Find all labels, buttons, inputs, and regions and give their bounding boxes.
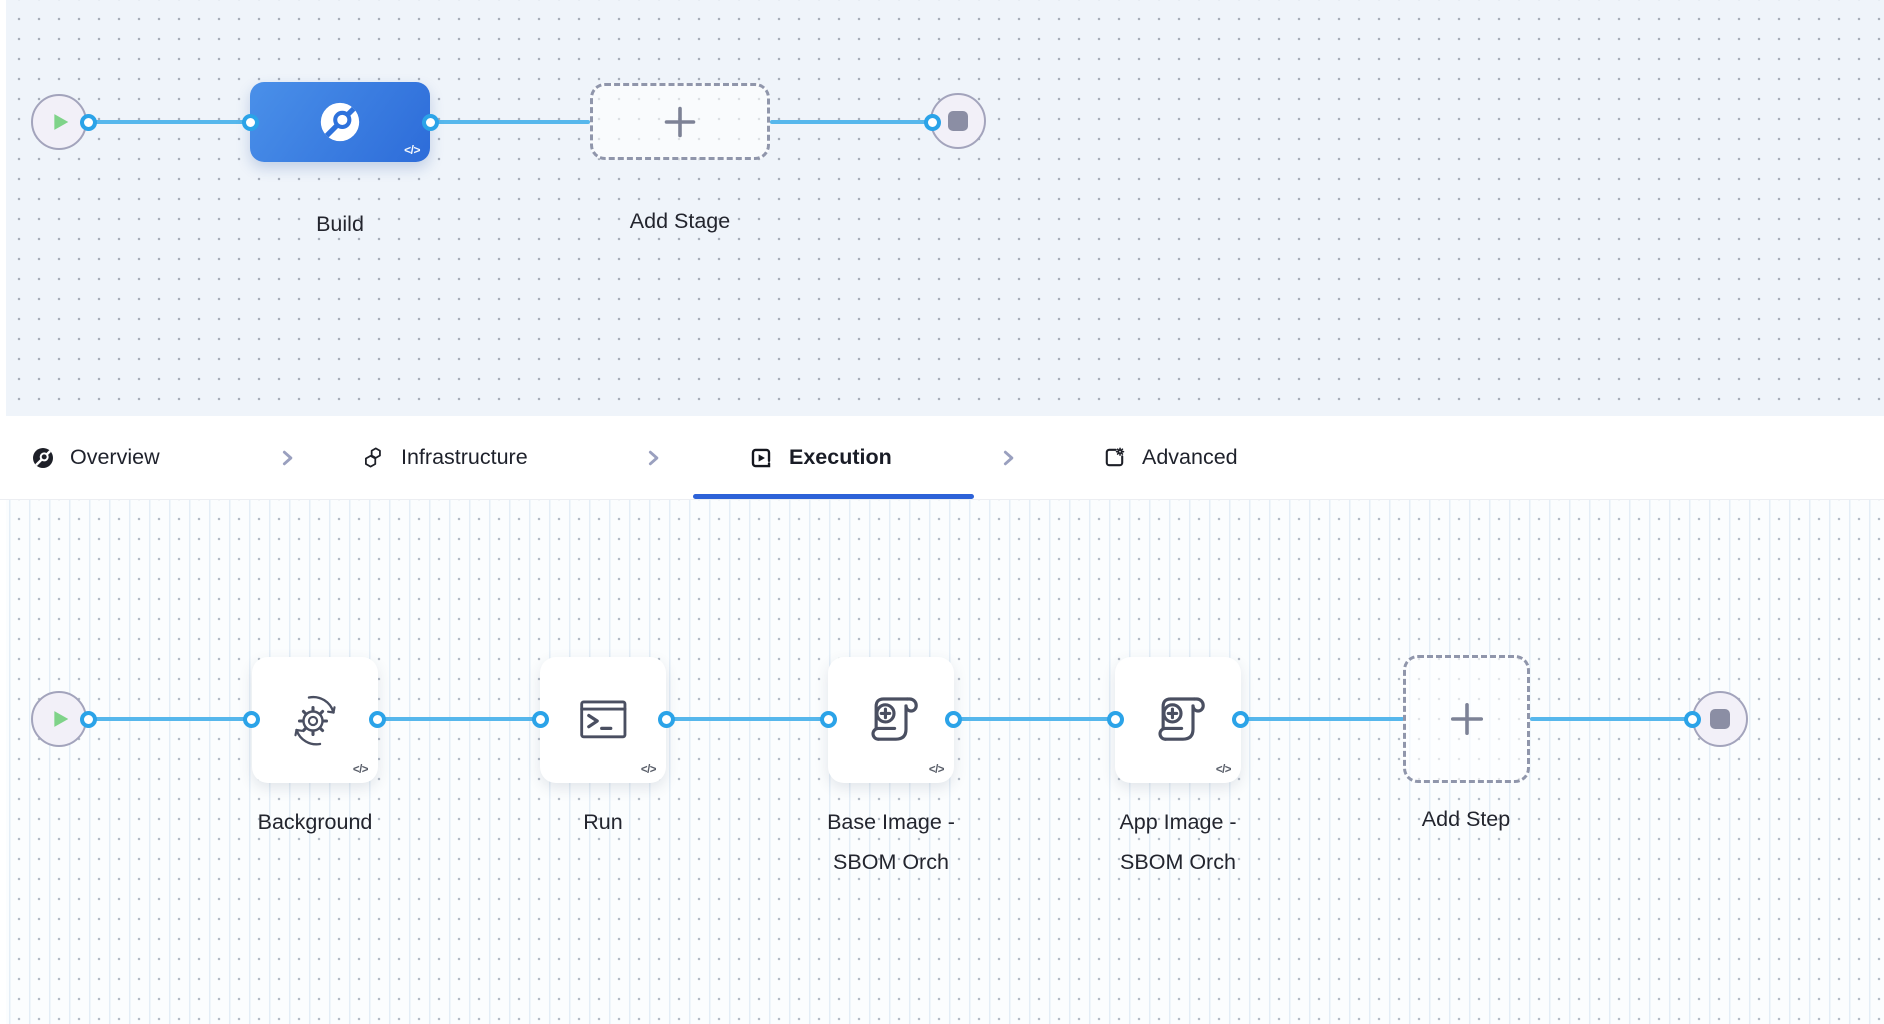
tab-advanced[interactable]: Advanced <box>1102 416 1238 499</box>
tab-infrastructure-label: Infrastructure <box>401 445 528 469</box>
connector-dot[interactable] <box>241 113 259 131</box>
stop-icon <box>948 111 968 131</box>
execution-end-node <box>1692 691 1748 747</box>
play-icon <box>54 711 69 727</box>
yaml-code-badge[interactable]: </> <box>640 764 657 776</box>
tab-execution[interactable]: Execution <box>748 416 892 499</box>
connector-dot[interactable] <box>79 710 97 728</box>
edge <box>430 120 590 124</box>
edge <box>88 120 250 124</box>
terminal-icon <box>580 700 627 739</box>
ci-overview-icon <box>33 447 53 468</box>
pipeline-stage-canvas: </> Build Add Stage <box>0 0 1884 416</box>
edge <box>1241 717 1404 721</box>
stage-node-build[interactable]: </> <box>250 82 430 162</box>
edge <box>770 120 932 124</box>
active-tab-underline <box>693 493 974 499</box>
connector-dot[interactable] <box>1683 710 1701 728</box>
stop-icon <box>1710 709 1730 729</box>
connector-dot[interactable] <box>421 113 439 131</box>
add-step-label: Add Step <box>1421 807 1511 831</box>
edge <box>88 717 252 721</box>
yaml-code-badge[interactable]: </> <box>404 143 420 157</box>
connector-dot[interactable] <box>1231 710 1249 728</box>
tab-advanced-label: Advanced <box>1142 445 1238 469</box>
step-node-base-image-sbom-orch[interactable]: </> <box>828 657 954 783</box>
scroll-plus-icon <box>1158 697 1205 741</box>
scroll-plus-icon <box>871 697 918 741</box>
connector-dot[interactable] <box>242 710 260 728</box>
connector-dot[interactable] <box>368 710 386 728</box>
connector-dot[interactable] <box>1106 710 1124 728</box>
plus-icon <box>1450 702 1483 736</box>
execution-step-canvas: </> </> <box>0 500 1884 1024</box>
ci-stage-icon <box>317 99 363 145</box>
canvas-gutter <box>0 0 6 416</box>
connector-dot[interactable] <box>923 113 941 131</box>
connector-dot[interactable] <box>657 710 675 728</box>
step-label: App Image - SBOM Orch <box>1119 810 1237 874</box>
execution-start-node <box>31 691 87 747</box>
stage-config-tab-bar: Overview Infrastructure <box>0 416 1884 500</box>
tab-infrastructure[interactable]: Infrastructure <box>361 416 528 499</box>
tab-execution-label: Execution <box>789 445 892 469</box>
gear-sync-icon <box>294 695 336 746</box>
hexagons-icon <box>365 447 381 468</box>
play-square-icon <box>751 448 771 467</box>
step-node-app-image-sbom-orch[interactable]: </> <box>1115 657 1241 783</box>
tab-overview-label: Overview <box>70 445 160 469</box>
yaml-code-badge[interactable]: </> <box>1215 764 1232 776</box>
step-label: Background <box>257 810 373 834</box>
connector-dot[interactable] <box>79 113 97 131</box>
tab-overview[interactable]: Overview <box>31 416 160 499</box>
edge <box>378 717 540 721</box>
step-node-run[interactable]: </> <box>540 657 666 783</box>
chevron-right-icon <box>644 448 663 467</box>
pipeline-start-node <box>31 94 87 150</box>
step-node-background[interactable]: </> <box>252 657 378 783</box>
chevron-right-icon <box>278 448 297 467</box>
connector-dot[interactable] <box>944 710 962 728</box>
plus-icon <box>664 106 696 137</box>
edge <box>666 717 828 721</box>
stage-label: Build <box>316 212 364 236</box>
connector-dot[interactable] <box>819 710 837 728</box>
yaml-code-badge[interactable]: </> <box>352 764 369 776</box>
panel-gear-icon <box>1105 447 1125 467</box>
add-stage-label: Add Stage <box>629 209 731 233</box>
edge <box>954 717 1115 721</box>
chevron-right-icon <box>999 448 1018 467</box>
add-step-button[interactable] <box>1403 655 1530 783</box>
edge <box>1530 717 1692 721</box>
step-label: Run <box>583 810 623 834</box>
yaml-code-badge[interactable]: </> <box>928 764 945 776</box>
step-label: Base Image - SBOM Orch <box>827 810 955 874</box>
play-icon <box>54 114 69 130</box>
add-stage-button[interactable] <box>590 83 770 160</box>
canvas-gutter <box>0 500 6 1024</box>
connector-dot[interactable] <box>531 710 549 728</box>
